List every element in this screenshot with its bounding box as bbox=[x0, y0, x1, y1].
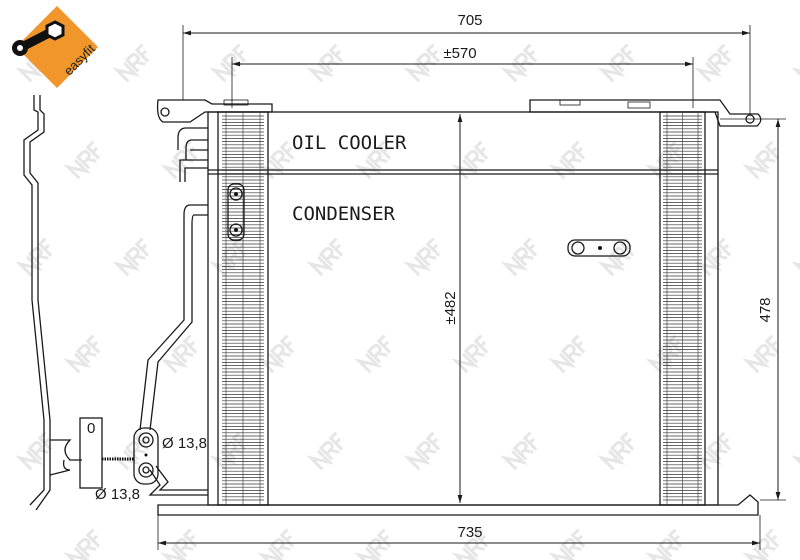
watermark-mark bbox=[160, 528, 198, 560]
watermark-mark bbox=[112, 43, 150, 83]
pipe-diameter-label: Ø 13,8 bbox=[162, 435, 207, 452]
refrigerant-pipe: Ø 13,8 bbox=[133, 204, 208, 496]
dimension-570: ±570 bbox=[231, 45, 694, 108]
watermark-mark bbox=[451, 140, 489, 180]
watermark-mark bbox=[15, 237, 53, 277]
watermark-mark bbox=[306, 43, 344, 83]
watermark-mark bbox=[548, 528, 586, 560]
watermark-mark bbox=[548, 140, 586, 180]
watermark-mark bbox=[500, 43, 538, 83]
watermark-mark bbox=[354, 140, 392, 180]
watermark-mark bbox=[403, 43, 441, 83]
watermark-mark bbox=[306, 431, 344, 471]
dimension-label: 478 bbox=[757, 297, 774, 322]
watermark-mark bbox=[63, 140, 101, 180]
watermark-mark bbox=[694, 237, 732, 277]
watermark-mark bbox=[63, 528, 101, 560]
watermark-mark bbox=[645, 334, 683, 374]
oil-cooler-pipes bbox=[177, 127, 208, 182]
condenser-fittings bbox=[227, 183, 631, 257]
top-bracket-left bbox=[156, 99, 273, 123]
watermark-mark bbox=[257, 140, 295, 180]
watermark-layer bbox=[15, 43, 800, 560]
watermark-mark bbox=[403, 431, 441, 471]
condenser-core bbox=[207, 111, 719, 506]
dimension-482: ±482 bbox=[442, 114, 463, 503]
watermark-mark bbox=[645, 528, 683, 560]
watermark-mark bbox=[791, 431, 800, 471]
dimension-label: 705 bbox=[457, 12, 482, 29]
dimension-label: ±482 bbox=[442, 291, 459, 324]
nut-icon bbox=[45, 20, 65, 41]
watermark-mark bbox=[597, 237, 635, 277]
watermark-mark bbox=[548, 334, 586, 374]
watermark-mark bbox=[257, 334, 295, 374]
watermark-mark bbox=[500, 431, 538, 471]
watermark-mark bbox=[354, 334, 392, 374]
logo-diamond bbox=[15, 5, 99, 89]
watermark-mark bbox=[451, 334, 489, 374]
watermark-mark bbox=[209, 431, 247, 471]
watermark-mark bbox=[160, 334, 198, 374]
watermark-mark bbox=[597, 43, 635, 83]
watermark-mark bbox=[742, 528, 780, 560]
pipe-diameter-label: Ø 13,8 bbox=[95, 486, 140, 503]
watermark-mark bbox=[694, 43, 732, 83]
watermark-mark bbox=[306, 237, 344, 277]
watermark-mark bbox=[112, 237, 150, 277]
watermark-mark bbox=[791, 43, 800, 83]
dimension-label: 735 bbox=[457, 524, 482, 541]
dimension-735: 735 bbox=[158, 524, 760, 546]
condenser-label: CONDENSER bbox=[292, 203, 396, 225]
dimension-478: 478 bbox=[720, 118, 786, 501]
watermark-mark bbox=[645, 140, 683, 180]
easyfit-logo: easyfit bbox=[12, 5, 99, 89]
watermark-mark bbox=[257, 528, 295, 560]
watermark-mark bbox=[63, 334, 101, 374]
watermark-mark bbox=[354, 528, 392, 560]
top-bracket-right bbox=[529, 99, 762, 127]
watermark-mark bbox=[597, 431, 635, 471]
watermark-mark bbox=[791, 237, 800, 277]
watermark-mark bbox=[742, 140, 780, 180]
watermark-mark bbox=[112, 431, 150, 471]
watermark-mark bbox=[15, 431, 53, 471]
fitting-mark: 0 bbox=[87, 420, 95, 437]
dimension-705: 705 bbox=[182, 12, 751, 115]
dimension-label: ±570 bbox=[443, 45, 476, 62]
side-pipe: 0 Ø 13,8 bbox=[23, 95, 140, 511]
oil-cooler-label: OIL COOLER bbox=[292, 132, 407, 154]
watermark-mark bbox=[500, 237, 538, 277]
watermark-mark bbox=[742, 334, 780, 374]
watermark-mark bbox=[694, 431, 732, 471]
watermark-mark bbox=[403, 237, 441, 277]
